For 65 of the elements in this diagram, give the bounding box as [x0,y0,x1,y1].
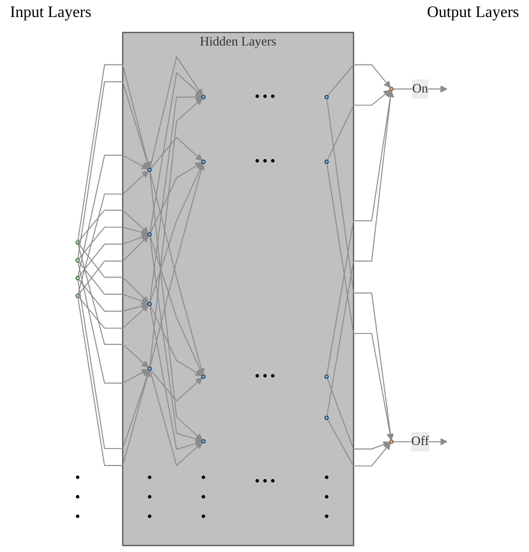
node-circle [75,240,80,245]
node-circle [201,439,206,444]
node-circle [201,160,206,164]
node-circle [147,168,152,172]
arrow [150,136,203,170]
label: • • • [255,474,276,488]
node-circle [147,232,152,237]
arrow [78,243,149,304]
arrow [149,72,203,234]
label: • • • [147,471,152,524]
arrow [78,154,149,277]
arrow [150,369,203,402]
arrow [78,235,149,296]
arrow [150,56,203,169]
arrow [77,279,150,450]
node-circle [147,366,152,371]
node-circle [324,416,329,420]
node-circle [201,374,206,379]
label: • • • [255,154,276,168]
label: • • • [75,471,80,524]
label: • • • [324,471,329,524]
arrow [326,90,391,161]
arrow [326,418,391,466]
arrow [78,210,149,242]
arrow [77,64,152,242]
arrow [149,305,202,450]
column-heading: Input Layers [10,4,92,23]
arrow [150,370,203,466]
arrow [150,304,202,376]
label: • • • [255,90,276,104]
arrow [78,234,148,278]
arrow [150,162,202,234]
node-circle [75,258,80,263]
arrow [78,244,149,368]
arrow [149,170,203,441]
label: • • • [201,471,206,524]
node-circle [201,94,206,100]
edge-label: Off [411,434,429,448]
node-circle [324,94,329,100]
node-circle [389,86,394,92]
arrow [327,64,391,96]
column-heading: Output Layers [427,4,519,23]
arrow [149,94,202,303]
arrow [78,261,148,305]
arrow [78,261,149,384]
node-circle [389,440,394,444]
arrow [326,378,390,450]
node-circle [75,276,80,280]
arrow [78,226,148,260]
node-circle [324,374,329,379]
arrow [78,278,148,312]
arrow [78,296,149,329]
node-circle [147,302,152,306]
arrow [326,162,394,440]
arrow [150,236,204,376]
edge-label: On [412,82,428,96]
arrow [149,98,203,368]
arrow [150,162,204,303]
arrow [149,236,202,442]
label: • • • [255,369,276,384]
node-circle [324,160,329,164]
arrow [77,81,151,260]
arrow [78,170,149,295]
node-circle [75,294,80,298]
arrow [77,296,151,466]
